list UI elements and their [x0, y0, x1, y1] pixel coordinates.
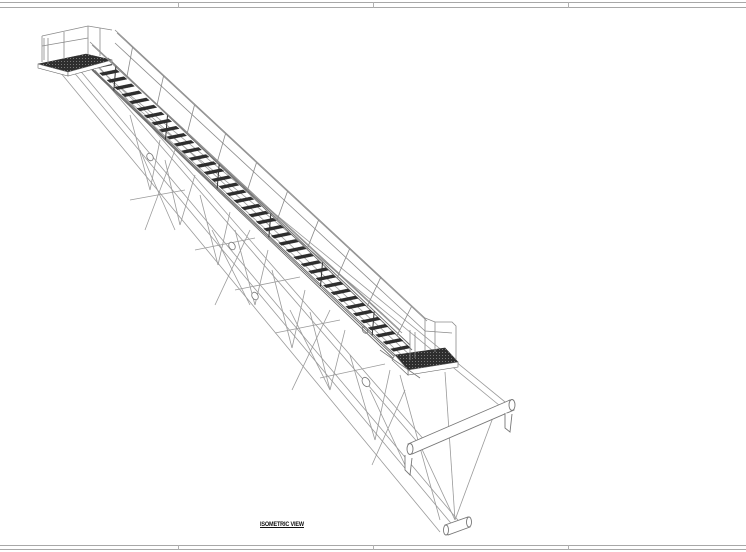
stair-tread — [352, 309, 374, 317]
handrail-dark-posts — [113, 66, 375, 336]
handrail-posts — [126, 47, 412, 336]
bottom-landing — [379, 347, 459, 379]
stair-tread — [173, 140, 195, 147]
stair-tread — [323, 281, 344, 288]
stair-tread — [99, 69, 120, 76]
zone-tick-bottom-3 — [568, 545, 569, 550]
zone-tick-top-2 — [373, 2, 374, 8]
stair-tread — [337, 295, 359, 303]
stair-tread — [270, 232, 292, 239]
stair-tread — [382, 338, 404, 345]
stair-tread — [218, 182, 240, 189]
stair-tread — [278, 239, 299, 246]
stair-tread — [203, 168, 225, 175]
stair-tread — [106, 76, 128, 83]
stair-tread — [375, 331, 396, 338]
stair-tread — [255, 217, 277, 225]
stair-tread — [285, 246, 307, 253]
pipe-crossbeam — [404, 399, 516, 536]
stair-tread — [300, 260, 322, 267]
stair-tread — [188, 154, 210, 161]
stair-tread — [143, 111, 165, 119]
zone-tick-bottom-2 — [373, 545, 374, 550]
stair-tread — [121, 90, 143, 97]
stair-tread — [390, 345, 411, 352]
stair-tread — [128, 97, 150, 105]
stair-tread — [308, 267, 329, 274]
stair-tread — [226, 189, 247, 196]
stair-stringers — [84, 57, 413, 366]
stair-tread — [345, 302, 367, 310]
zone-tick-bottom-1 — [178, 545, 179, 550]
stair-tread — [315, 274, 337, 281]
support-truss — [59, 59, 511, 533]
stair-tread — [360, 316, 382, 324]
stair-tread — [136, 104, 158, 112]
stair-tread — [248, 210, 270, 218]
stair-tread — [196, 161, 217, 168]
stair-tread — [233, 196, 255, 204]
stair-tread — [330, 288, 352, 296]
stair-tread — [114, 83, 135, 90]
stair-tread — [211, 175, 232, 182]
stair-tread — [367, 324, 389, 331]
stair-tread — [263, 225, 284, 232]
stair-tread — [158, 125, 180, 133]
stair-tread — [240, 203, 262, 211]
stair-tread — [166, 133, 187, 140]
view-title: ISOMETRIC VIEW — [260, 521, 304, 528]
stair-tread — [293, 253, 314, 260]
handrails — [41, 25, 457, 360]
stair-treads — [91, 62, 419, 359]
zone-tick-top-1 — [178, 2, 179, 8]
stair-tread — [181, 147, 202, 154]
top-landing — [37, 53, 113, 77]
zone-tick-top-3 — [568, 2, 569, 8]
pipe-clamps — [146, 152, 371, 388]
